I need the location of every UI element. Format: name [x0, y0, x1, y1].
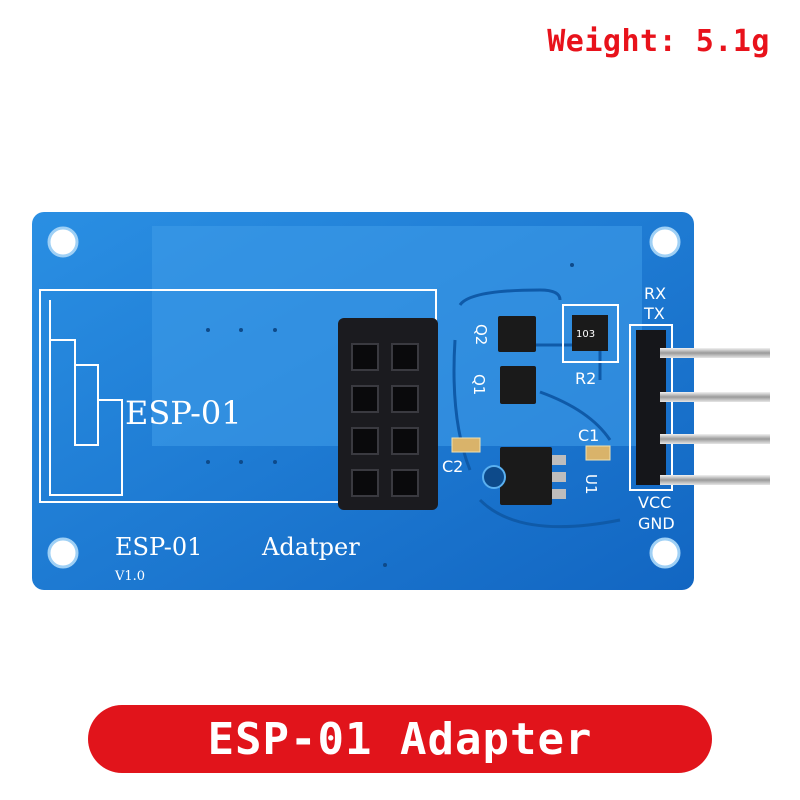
regulator-u1 [500, 447, 552, 505]
mount-hole [47, 537, 79, 569]
label-q2: Q2 [472, 324, 490, 345]
pin-label-tx: TX [643, 304, 665, 323]
regulator-pin [552, 472, 566, 482]
pin [660, 475, 770, 485]
mount-hole [649, 226, 681, 258]
weight-label: Weight: 5.1g [547, 24, 770, 59]
resistor-code: 103 [576, 329, 595, 340]
header-socket-holes [351, 343, 419, 497]
resistor-r2-outline [562, 304, 619, 363]
label-r2: R2 [575, 369, 596, 388]
transistor-q1 [500, 366, 536, 404]
label-q1: Q1 [470, 374, 488, 395]
via-dots [206, 263, 574, 567]
pin [660, 348, 770, 358]
antenna-label: ESP-01 [125, 394, 242, 432]
pin-label-gnd: GND [638, 514, 675, 533]
regulator-pin [552, 455, 566, 465]
via-large [482, 465, 506, 489]
antenna-trace [49, 300, 123, 496]
pin-header-outline [629, 324, 673, 491]
regulator-pin [552, 489, 566, 499]
resistor-r2 [572, 315, 608, 351]
banner-title: ESP-01 Adapter [207, 713, 593, 765]
pin [660, 434, 770, 444]
capacitor-c1 [585, 445, 611, 461]
product-banner: ESP-01 Adapter [88, 705, 712, 773]
label-c2: C2 [442, 457, 463, 476]
capacitor-c2 [451, 437, 481, 453]
label-u1: U1 [582, 474, 600, 495]
mount-hole [649, 537, 681, 569]
bottom-label: ESP-01 [115, 533, 202, 561]
version-label: V1.0 [114, 569, 145, 584]
pin [660, 392, 770, 402]
bottom-label-adatper: Adatper [261, 533, 360, 561]
pin-label-rx: RX [644, 284, 666, 303]
pin-label-vcc: VCC [638, 493, 671, 512]
transistor-q2 [498, 316, 536, 352]
mount-hole [47, 226, 79, 258]
label-c1: C1 [578, 426, 599, 445]
